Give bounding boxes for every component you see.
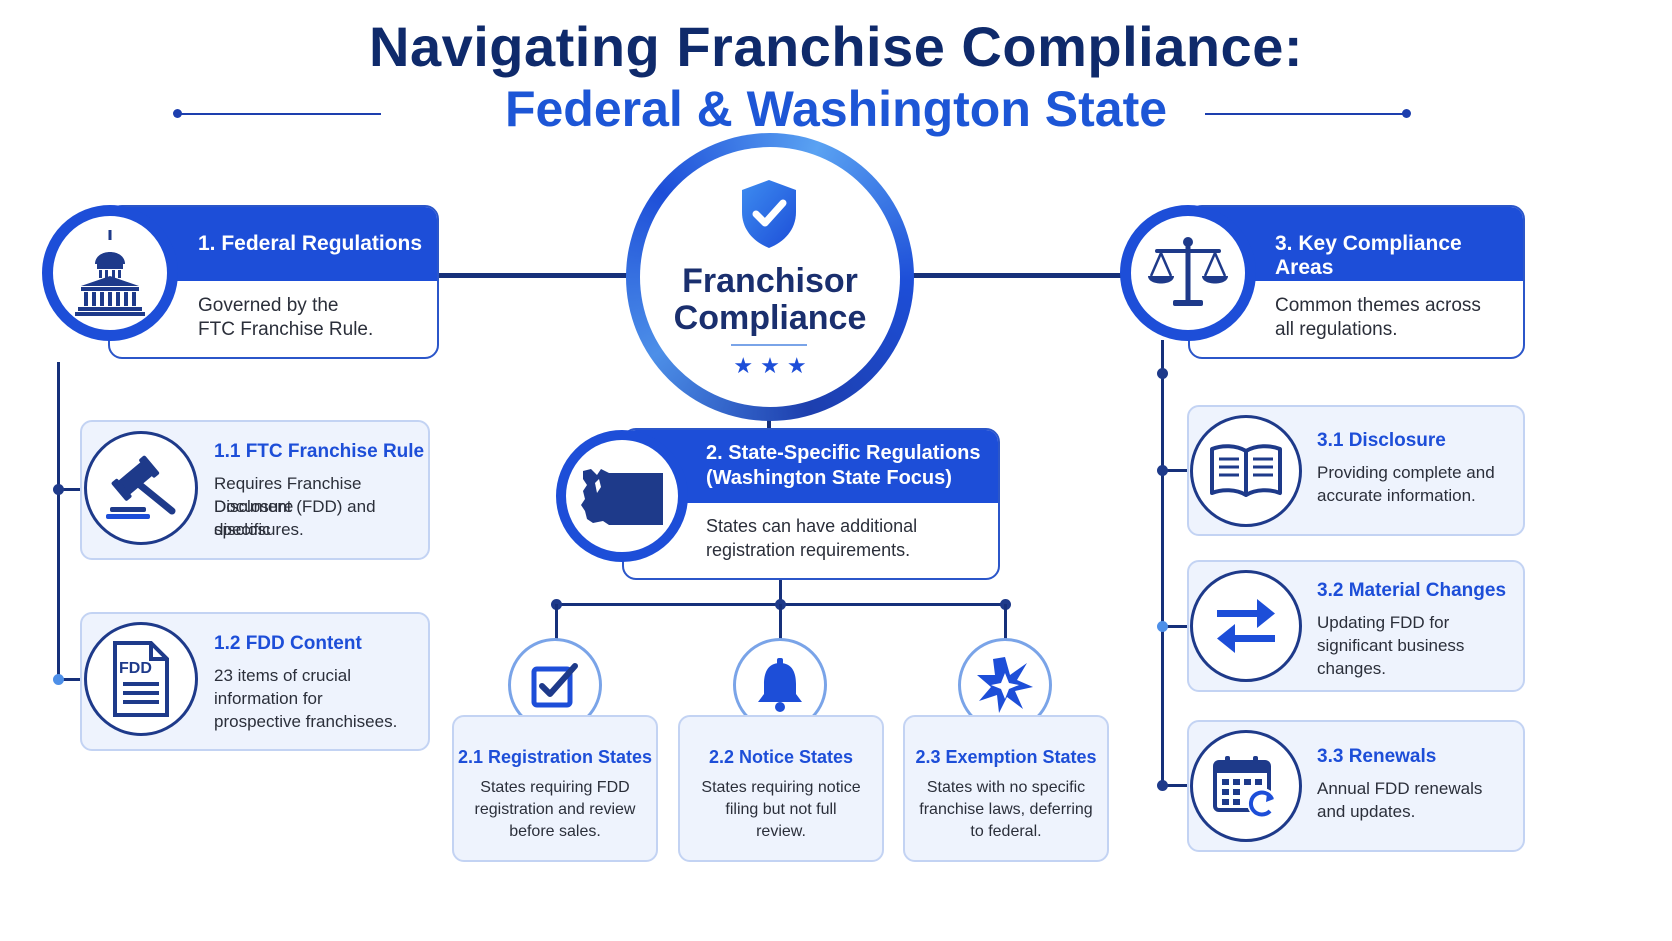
renewals-title: 3.3 Renewals (1317, 746, 1437, 767)
notice-states-desc-line2: filing but not full (725, 801, 837, 818)
registration-states-desc-line1: States requiring FDD (480, 779, 630, 796)
shield-check-icon (738, 178, 800, 250)
exemption-states-title: 2.3 Exemption States (915, 747, 1097, 767)
connector-key-item1 (1161, 469, 1189, 472)
connector-federal-tree (57, 362, 60, 680)
connector-joint (1157, 368, 1168, 379)
material-changes-desc-line1: Updating FDD for (1317, 613, 1450, 632)
registration-states-desc-line3: before sales. (509, 823, 601, 840)
connector-state-tree-vertical (779, 580, 782, 604)
federal-desc-line2: FTC Franchise Rule. (198, 319, 374, 340)
federal-icon-circle (42, 205, 178, 341)
disclosure-desc-line2: accurate information. (1317, 486, 1476, 505)
state-icon-circle (556, 430, 688, 562)
title-rule-left (178, 113, 381, 115)
connector-state-item3 (1004, 604, 1007, 640)
connector-federal-item1 (57, 488, 85, 491)
center-title-line1: Franchisor (682, 262, 858, 300)
state-desc-line2: registration requirements. (706, 540, 911, 560)
title-rule-right-dot (1402, 109, 1411, 118)
swap-icon-circle (1190, 570, 1302, 682)
title-rule-left-dot (173, 109, 182, 118)
gavel-icon-circle (84, 431, 198, 545)
ftc-rule-title: 1.1 FTC Franchise Rule (214, 441, 425, 462)
connector-state-item1 (555, 604, 558, 640)
connector-joint (1157, 621, 1168, 632)
washington-state-map-icon (581, 469, 663, 525)
federal-desc-line1: Governed by the (198, 295, 339, 316)
notice-states-desc: States requiring notice filing but not f… (688, 777, 874, 843)
fdd-icon-circle: FDD (84, 622, 198, 736)
renewals-desc-line1: Annual FDD renewals (1317, 779, 1483, 798)
fdd-content-desc-line1: 23 items of crucial (214, 666, 351, 685)
disclosure-title: 3.1 Disclosure (1317, 430, 1446, 451)
registration-states-title: 2.1 Registration States (457, 747, 653, 767)
ftc-rule-desc-line2: Document (FDD) and specific (214, 497, 376, 539)
connector-key-tree (1161, 340, 1164, 786)
title-rule-right (1205, 113, 1405, 115)
center-divider (731, 344, 807, 346)
state-desc-line1: States can have additional (706, 516, 918, 536)
exemption-states-desc-line1: States with no specific (926, 779, 1086, 796)
notice-states-title: 2.2 Notice States (708, 747, 854, 767)
renewals-desc-line2: and updates. (1317, 802, 1416, 821)
notice-states-card: 2.2 Notice States States requiring notic… (678, 715, 884, 862)
exemption-states-desc-line3: to federal. (970, 823, 1042, 840)
scales-icon-circle (1120, 205, 1256, 341)
gavel-icon (106, 455, 176, 519)
page-title: Navigating Franchise Compliance: (369, 15, 1303, 78)
scales-of-justice-icon (1148, 237, 1228, 306)
connector-center-state (767, 410, 771, 434)
state-title-line2: (Washington State Focus) (706, 467, 952, 489)
checkbox-icon (531, 663, 578, 708)
fdd-document-icon: FDD (113, 641, 169, 717)
connector-joint (1157, 465, 1168, 476)
exemption-states-desc: States with no specific franchise laws, … (913, 777, 1099, 843)
connector-federal-item2 (57, 678, 85, 681)
fdd-content-desc-line3: prospective franchisees. (214, 712, 398, 731)
calendar-renew-icon (1213, 756, 1277, 818)
connector-center-key (912, 273, 1124, 278)
registration-states-card: 2.1 Registration States States requiring… (452, 715, 658, 862)
fdd-icon-label: FDD (119, 660, 152, 677)
notice-states-desc-line1: States requiring notice (701, 779, 861, 796)
starburst-icon (977, 657, 1033, 713)
exemption-states-card: 2.3 Exemption States States with no spec… (903, 715, 1109, 862)
capitol-building-icon (75, 230, 145, 316)
connector-federal-center (438, 273, 630, 278)
connector-joint (53, 484, 64, 495)
connector-key-item3 (1161, 784, 1189, 787)
material-changes-desc-line2: significant business (1317, 636, 1465, 655)
center-title-line2: Compliance (673, 299, 867, 337)
connector-joint (1157, 780, 1168, 791)
disclosure-desc-line1: Providing complete and (1317, 463, 1495, 482)
notice-states-desc-line3: review. (756, 823, 806, 840)
exemption-states-desc-line2: franchise laws, deferring (919, 801, 1093, 818)
fdd-content-desc-line2: information for (214, 689, 323, 708)
connector-key-item2 (1161, 625, 1189, 628)
key-title: 3. Key Compliance Areas (1275, 232, 1462, 279)
open-book-icon (1210, 444, 1282, 497)
page-subtitle: Federal & Washington State (504, 81, 1168, 137)
key-desc-line1: Common themes across (1275, 295, 1481, 316)
connector-state-item2 (779, 604, 782, 640)
material-changes-title: 3.2 Material Changes (1317, 580, 1507, 601)
connector-joint (53, 674, 64, 685)
ftc-rule-desc-line1: Requires Franchise Disclosure (214, 474, 362, 516)
stars-icon: ★ ★ ★ (733, 354, 807, 379)
state-title-line1: 2. State-Specific Regulations (706, 442, 981, 464)
registration-states-desc-line2: registration and review (474, 801, 636, 818)
swap-arrows-icon (1217, 599, 1275, 653)
registration-states-desc: States requiring FDD registration and re… (462, 777, 648, 843)
fdd-content-title: 1.2 FDD Content (214, 633, 362, 654)
bell-icon (758, 658, 802, 712)
material-changes-desc-line3: changes. (1317, 659, 1386, 678)
key-desc-line2: all regulations. (1275, 319, 1398, 340)
calendar-icon-circle (1190, 730, 1302, 842)
federal-title: 1. Federal Regulations (198, 232, 423, 255)
book-icon-circle (1190, 415, 1302, 527)
ftc-rule-desc-line3: disclosures. (214, 520, 304, 539)
